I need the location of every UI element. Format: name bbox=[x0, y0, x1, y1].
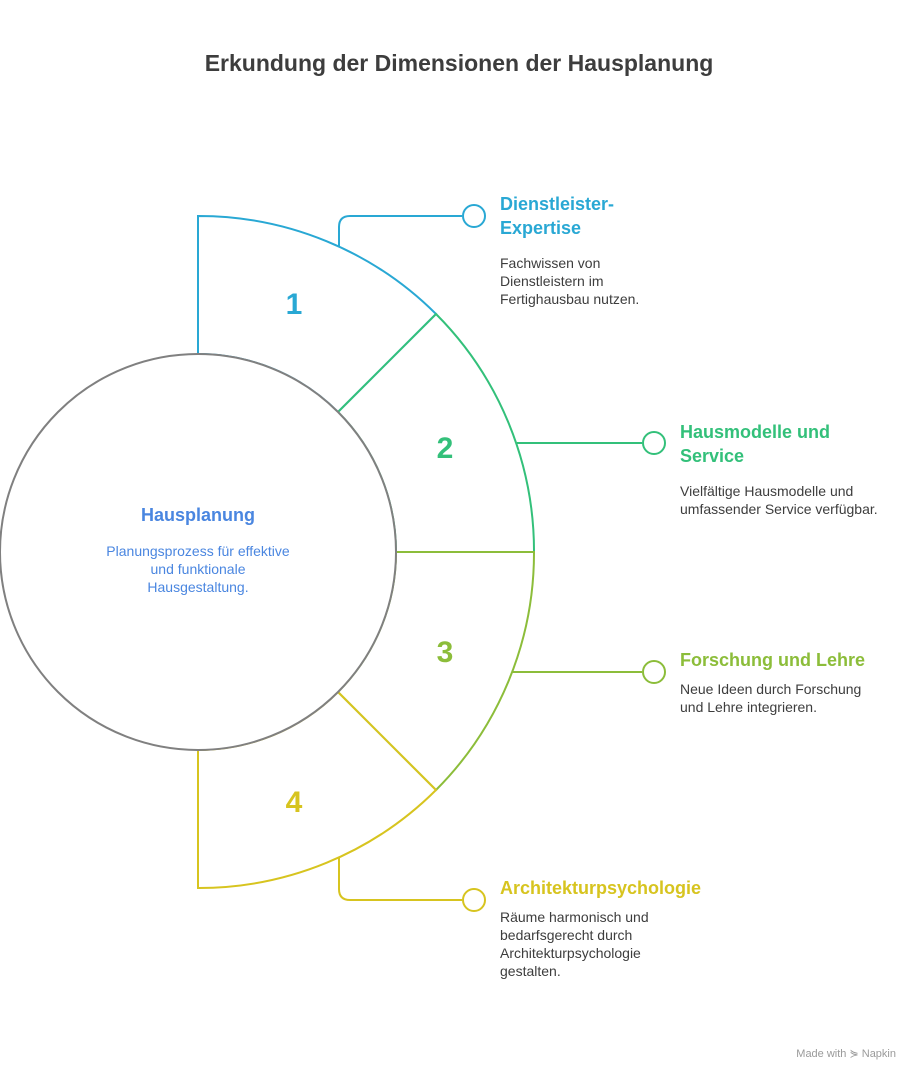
center-description: Planungsprozess für effektive und funkti… bbox=[106, 543, 290, 595]
item-forschung-lehre: Forschung und Lehre Neue Ideen durch For… bbox=[680, 648, 890, 716]
item-1-description: Fachwissen von Dienstleistern im Fertigh… bbox=[500, 255, 640, 307]
item-2-title: Hausmodelle und Service bbox=[680, 422, 831, 466]
connector-1 bbox=[338, 215, 462, 247]
item-4-description: Räume harmonisch und bedarfsgerecht durc… bbox=[500, 909, 649, 979]
item-2-description: Vielfältige Hausmodelle und umfassender … bbox=[680, 483, 878, 517]
item-dienstleister-expertise: Dienstleister-Expertise Fachwissen von D… bbox=[500, 192, 640, 308]
connector-2-dot bbox=[642, 431, 666, 455]
center-circle bbox=[0, 353, 397, 751]
connector-1-dot bbox=[462, 204, 486, 228]
connector-4 bbox=[338, 857, 462, 901]
segment-3-number: 3 bbox=[436, 636, 454, 669]
item-architekturpsychologie: Architekturpsychologie Räume harmonisch … bbox=[500, 876, 740, 980]
diagram-title: Erkundung der Dimensionen der Hausplanun… bbox=[204, 50, 714, 76]
item-1-title: Dienstleister-Expertise bbox=[500, 194, 615, 238]
diagram-title-wrap: Erkundung der Dimensionen der Hausplanun… bbox=[0, 50, 918, 77]
item-4-title: Architekturpsychologie bbox=[500, 878, 702, 898]
item-3-title: Forschung und Lehre bbox=[680, 650, 866, 670]
item-3-description: Neue Ideen durch Forschung und Lehre int… bbox=[680, 681, 862, 715]
center-title: Hausplanung bbox=[140, 505, 255, 525]
segment-2-number: 2 bbox=[436, 432, 454, 465]
connector-4-dot bbox=[462, 888, 486, 912]
napkin-watermark: Made with ⋟ Napkin bbox=[796, 1048, 896, 1060]
item-hausmodelle-service: Hausmodelle und Service Vielfältige Haus… bbox=[680, 420, 878, 518]
connector-3-dot bbox=[642, 660, 666, 684]
center-node: Hausplanung Planungsprozess für effektiv… bbox=[98, 505, 298, 596]
segment-4-number: 4 bbox=[285, 786, 303, 819]
segment-1-number: 1 bbox=[285, 288, 303, 321]
